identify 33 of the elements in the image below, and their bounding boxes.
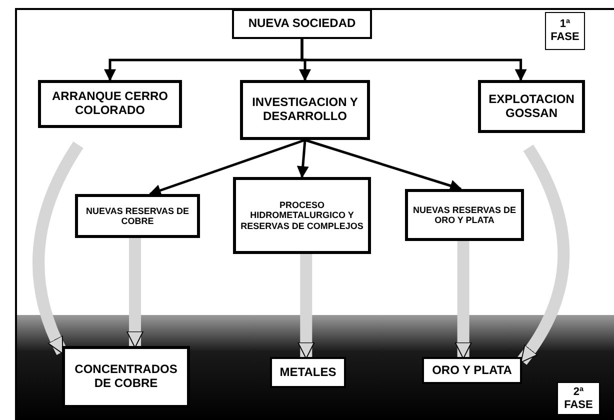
box-label: 2ª FASE [563,386,594,412]
phase-label-box [545,12,585,50]
process-box [232,9,372,39]
box-label: ORO Y PLATA [432,364,512,378]
block-arrow [32,142,84,355]
box-label: INVESTIGACION Y DESARROLLO [251,96,359,124]
process-box [270,357,346,388]
process-box [422,357,522,384]
phase-label-box [557,382,600,415]
process-box [75,194,200,238]
box-label: METALES [280,366,336,380]
box-label: CONCENTRADOS DE COBRE [74,363,178,391]
process-box [233,177,371,254]
box-label: PROCESO HIDROMETALURGICO Y RESERVAS DE COMPLEJOS [240,200,364,232]
arrow [296,140,309,178]
process-box [240,80,370,140]
block-arrow [517,144,570,365]
box-label: EXPLOTACION GOSSAN [488,92,576,120]
process-box [62,346,190,408]
arrow [300,39,527,82]
block-arrow [454,241,472,360]
box-label: NUEVAS RESERVAS DE ORO Y PLATA [412,204,518,226]
box-label: NUEVA SOCIEDAD [248,17,356,31]
box-label: ARRANQUE CERRO COLORADO [50,90,169,118]
arrow [304,138,462,192]
box-label: NUEVAS RESERVAS DE COBRE [84,206,190,226]
arrow [148,138,306,196]
process-box [478,80,585,133]
box-label: 1ª FASE [550,18,580,44]
process-box [38,80,182,128]
process-box [405,189,524,241]
block-arrow [126,238,144,348]
block-arrow [298,254,315,360]
